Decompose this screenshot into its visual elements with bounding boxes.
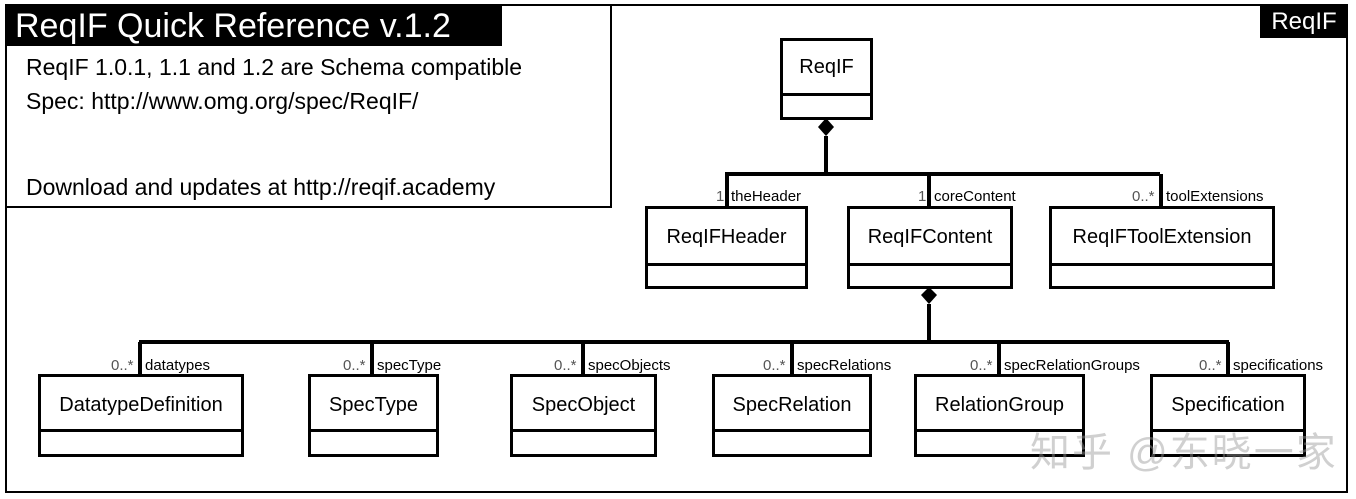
class-separator [1052, 263, 1272, 266]
root-composition-diamond [818, 118, 834, 136]
role-label-specifications: specifications [1233, 357, 1324, 374]
content-composition-diamond [921, 287, 937, 304]
class-reqif-tool-extension[interactable]: ReqIFToolExtension [1049, 206, 1275, 289]
class-spec-type[interactable]: SpecType [308, 374, 439, 457]
role-label-datatypes: datatypes [145, 357, 211, 374]
class-separator [41, 429, 241, 432]
multiplicity-label: 0..* [1132, 188, 1155, 205]
class-specification[interactable]: Specification [1150, 374, 1306, 457]
role-label-specrelations: specRelations [797, 357, 892, 374]
class-reqif-header[interactable]: ReqIFHeader [645, 206, 808, 289]
watermark: 知乎 @东晓一家 [1030, 431, 1338, 475]
class-spec-relation[interactable]: SpecRelation [712, 374, 872, 457]
class-relation-group[interactable]: RelationGroup [914, 374, 1085, 457]
class-name: ReqIFHeader [666, 226, 787, 248]
class-name: DatatypeDefinition [59, 394, 223, 416]
class-name: ReqIFToolExtension [1072, 226, 1252, 248]
class-name: SpecType [329, 394, 418, 416]
class-reqif-content[interactable]: ReqIFContent [847, 206, 1013, 289]
class-name: SpecObject [531, 394, 636, 416]
multiplicity-label: 0..* [1199, 357, 1222, 374]
multiplicity-label: 1 [716, 188, 725, 205]
class-separator [311, 429, 436, 432]
class-spec-object[interactable]: SpecObject [510, 374, 657, 457]
multiplicity-label: 0..* [111, 357, 134, 374]
multiplicity-label: 1 [918, 188, 927, 205]
page-title: ReqIF Quick Reference v.1.2 [7, 6, 502, 46]
class-reqif[interactable]: ReqIF [780, 38, 873, 120]
class-name: ReqIFContent [867, 226, 993, 248]
class-separator [648, 263, 805, 266]
diagram-frame [5, 4, 1348, 493]
compatibility-note: ReqIF 1.0.1, 1.1 and 1.2 are Schema comp… [26, 54, 523, 80]
class-separator [715, 429, 869, 432]
role-label-toolextensions: toolExtensions [1166, 188, 1264, 205]
class-separator [1153, 429, 1303, 432]
class-name: Specification [1171, 394, 1285, 416]
class-separator [850, 263, 1010, 266]
class-separator [513, 429, 654, 432]
multiplicity-label: 0..* [763, 357, 786, 374]
multiplicity-label: 0..* [970, 357, 993, 374]
download-link[interactable]: Download and updates at http://reqif.aca… [26, 174, 496, 200]
reqif-corner-tag: ReqIF [1260, 6, 1348, 38]
class-name: RelationGroup [935, 394, 1064, 416]
class-name: SpecRelation [732, 394, 852, 416]
role-label-specobjects: specObjects [588, 357, 671, 374]
role-label-specrelationgroups: specRelationGroups [1004, 357, 1140, 374]
class-separator [783, 93, 870, 96]
multiplicity-label: 0..* [554, 357, 577, 374]
class-datatype-definition[interactable]: DatatypeDefinition [38, 374, 244, 457]
class-separator [917, 429, 1082, 432]
role-label-corecontent: coreContent [934, 188, 1016, 205]
role-label-spectype: specType [377, 357, 442, 374]
role-label-theheader: theHeader [731, 188, 802, 205]
class-name: ReqIF [799, 56, 854, 78]
spec-link[interactable]: Spec: http://www.omg.org/spec/ReqIF/ [26, 88, 419, 114]
multiplicity-label: 0..* [343, 357, 366, 374]
